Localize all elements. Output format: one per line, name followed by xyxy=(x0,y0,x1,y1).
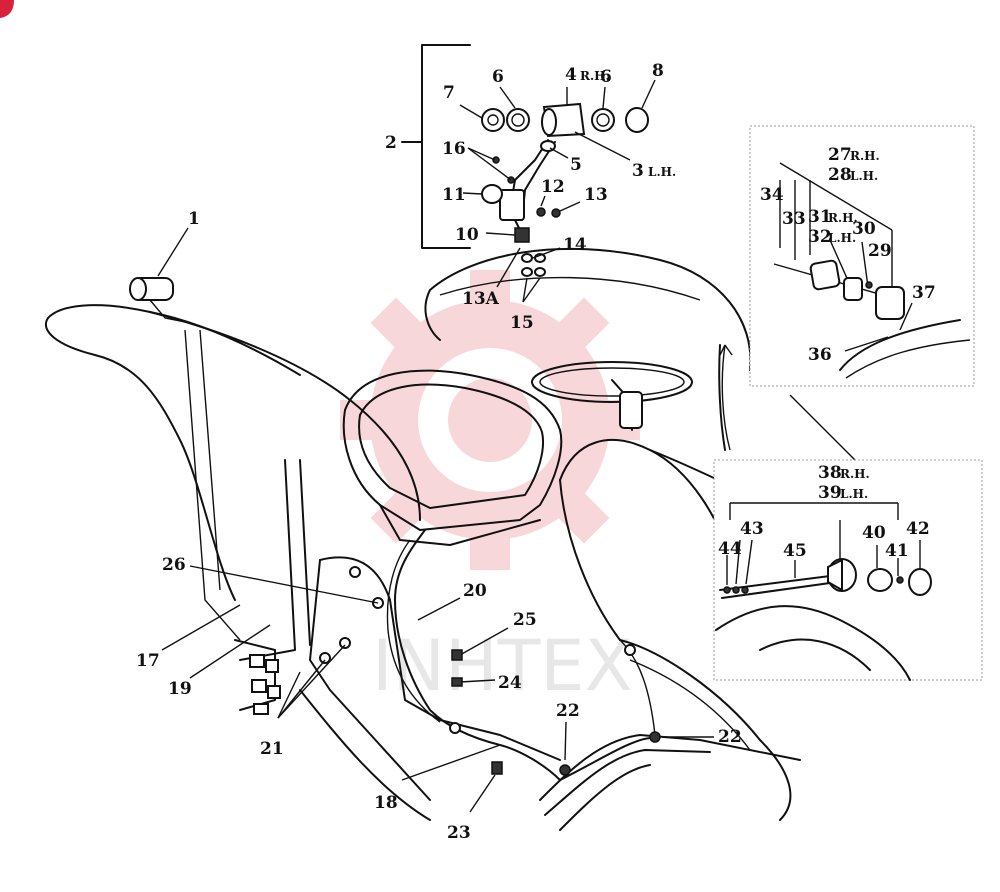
callout-42: 42 xyxy=(906,519,930,539)
headlight-assembly-exploded xyxy=(401,44,649,277)
callout-26: 26 xyxy=(162,555,186,575)
callout-4-suffix: R.H. xyxy=(580,69,610,83)
callout-28: 28 xyxy=(828,165,852,185)
callout-19: 19 xyxy=(168,679,192,699)
part-8 xyxy=(625,107,649,133)
callout-44: 44 xyxy=(718,539,742,559)
inset-rear-light xyxy=(749,125,975,387)
watermark-gear-icon xyxy=(340,270,640,570)
callout-leaders-bottom xyxy=(157,227,714,813)
callout-22b: 22 xyxy=(718,727,742,747)
callout-32-suffix: L.H. xyxy=(828,231,856,245)
callout-33: 33 xyxy=(782,209,806,229)
corner-logo-icon xyxy=(0,0,14,18)
watermark-text: INHTEX xyxy=(372,625,633,707)
callout-6b: 6 xyxy=(600,67,612,87)
part-24 xyxy=(451,677,463,687)
part-23 xyxy=(491,761,503,775)
tractor-body xyxy=(45,247,801,831)
callout-28-suffix: L.H. xyxy=(850,169,878,183)
callout-13a: 13A xyxy=(462,289,500,309)
callout-34: 34 xyxy=(760,185,784,205)
callout-4: 4 xyxy=(565,65,577,85)
callout-23: 23 xyxy=(447,823,471,843)
callout-3: 3 xyxy=(632,161,644,181)
callout-43: 43 xyxy=(740,519,764,539)
callout-22a: 22 xyxy=(556,701,580,721)
callout-20: 20 xyxy=(463,581,487,601)
callout-14: 14 xyxy=(563,235,587,255)
callout-8: 8 xyxy=(652,61,664,81)
callout-41: 41 xyxy=(885,541,909,561)
callout-21: 21 xyxy=(260,739,284,759)
callout-11: 11 xyxy=(442,185,466,205)
part-7 xyxy=(481,108,505,132)
callout-27: 27 xyxy=(828,145,852,165)
callout-17: 17 xyxy=(136,651,160,671)
callout-12: 12 xyxy=(541,177,565,197)
callout-40: 40 xyxy=(862,523,886,543)
callout-30: 30 xyxy=(852,219,876,239)
inset-rear-lamp xyxy=(713,459,983,681)
callout-39: 39 xyxy=(818,483,842,503)
callout-32: 32 xyxy=(808,227,832,247)
callout-24: 24 xyxy=(498,673,522,693)
callout-3-suffix: L.H. xyxy=(648,165,676,179)
callout-27-suffix: R.H. xyxy=(850,149,880,163)
callout-5: 5 xyxy=(570,155,582,175)
callout-leaders-top xyxy=(459,79,656,303)
callout-36: 36 xyxy=(808,345,832,365)
callout-15: 15 xyxy=(510,313,534,333)
callout-31-suffix: R.H. xyxy=(828,211,858,225)
callout-29: 29 xyxy=(868,241,892,261)
callout-25: 25 xyxy=(513,610,537,630)
callout-39-suffix: L.H. xyxy=(840,487,868,501)
callout-16: 16 xyxy=(442,139,466,159)
callout-38: 38 xyxy=(818,463,842,483)
callout-labels: 1 2 3 L.H. 4 R.H. 5 6 6 7 8 10 11 12 13 … xyxy=(136,61,936,843)
callout-37: 37 xyxy=(912,283,936,303)
callout-6a: 6 xyxy=(492,67,504,87)
callout-1: 1 xyxy=(188,209,200,229)
callout-45: 45 xyxy=(783,541,807,561)
callout-7: 7 xyxy=(443,83,455,103)
callout-38-suffix: R.H. xyxy=(840,467,870,481)
tire-tread xyxy=(234,639,281,715)
callout-31: 31 xyxy=(808,207,832,227)
callout-10: 10 xyxy=(455,225,479,245)
callout-2: 2 xyxy=(385,133,397,153)
callout-13: 13 xyxy=(584,185,608,205)
part-25 xyxy=(451,649,463,661)
callout-18: 18 xyxy=(374,793,398,813)
